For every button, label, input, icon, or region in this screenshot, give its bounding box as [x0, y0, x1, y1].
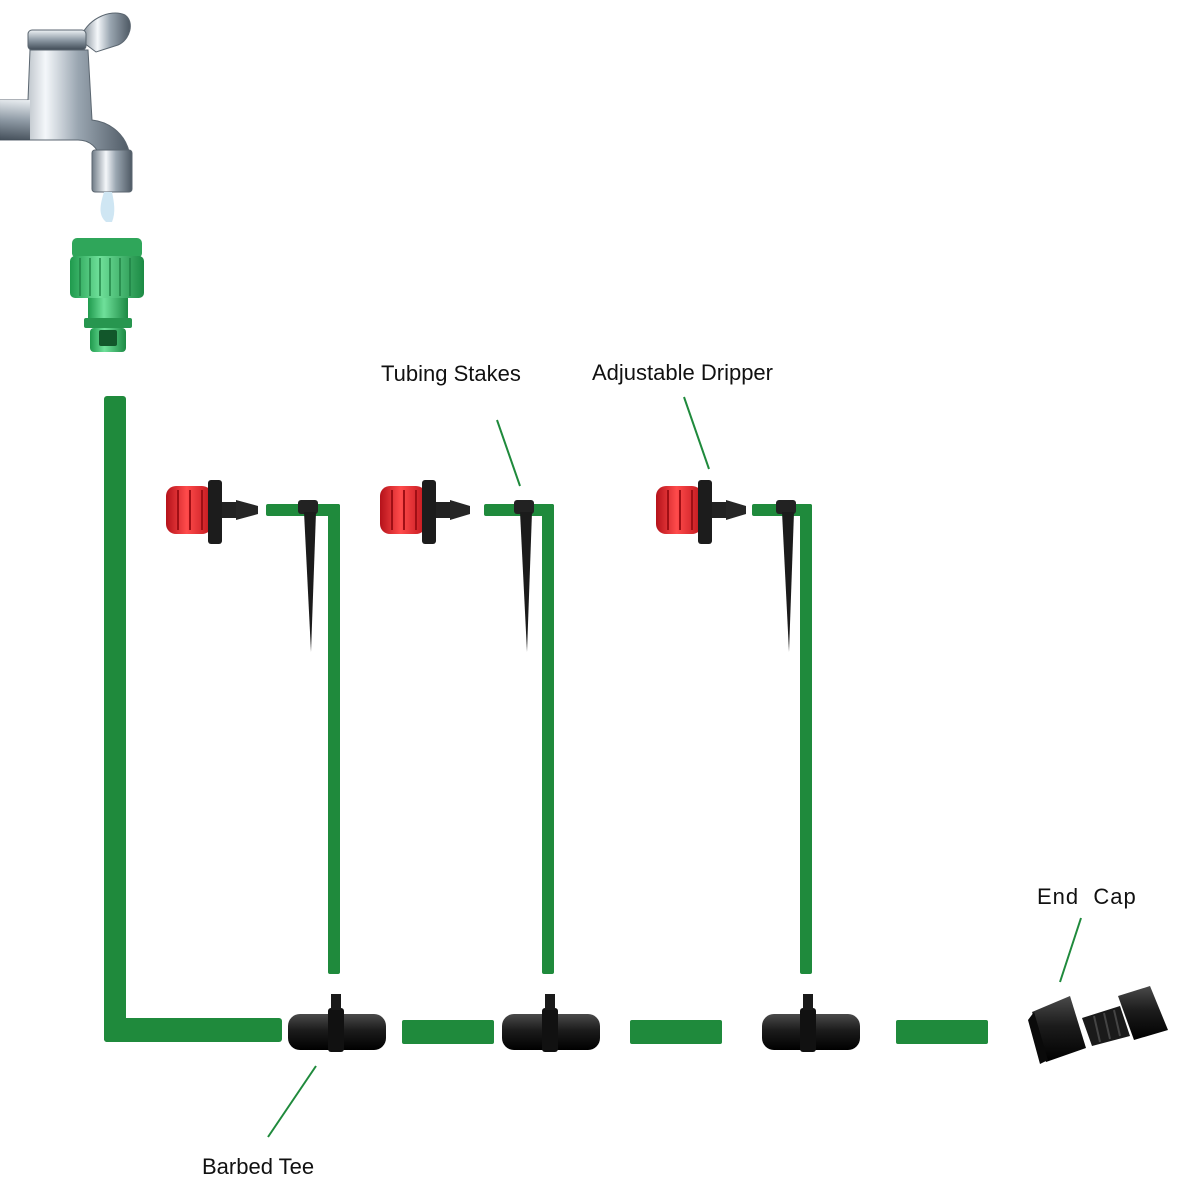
- main-tubing-segment-4: [896, 1020, 988, 1044]
- leader-lines: [267, 396, 1082, 1138]
- branch-3: [656, 480, 812, 974]
- barbed-tee-icon: [288, 994, 386, 1052]
- leader-line-adjustable-dripper: [683, 396, 710, 470]
- barbed-tee-icon: [762, 994, 860, 1052]
- main-tubing-horizontal: [104, 1018, 282, 1042]
- dripper-icon: [380, 480, 470, 544]
- leader-line-barbed-tee: [267, 1065, 317, 1138]
- main-tubing-vertical: [104, 396, 126, 1042]
- dripper-icon: [656, 480, 746, 544]
- barbed-tee-icon: [502, 994, 600, 1052]
- label-tubing-stakes: Tubing Stakes: [381, 361, 521, 386]
- branch-tubing: [752, 504, 812, 974]
- branch-1: [166, 480, 340, 974]
- main-tubing: [104, 396, 988, 1044]
- hose-connector-icon: [70, 238, 144, 352]
- dripper-icon: [166, 480, 258, 544]
- main-tubing-segment-3: [630, 1020, 722, 1044]
- main-tubing-segment-2: [402, 1020, 494, 1044]
- faucet-icon: [0, 12, 133, 222]
- stake-icon: [298, 500, 318, 652]
- stake-icon: [776, 500, 796, 652]
- end-cap-icon: [1028, 986, 1168, 1064]
- label-barbed-tee: Barbed Tee: [202, 1154, 314, 1179]
- leader-line-tubing-stakes: [496, 419, 521, 487]
- branch-tubing: [266, 504, 340, 974]
- branch-tubing: [484, 504, 554, 974]
- leader-line-end-cap: [1059, 917, 1082, 983]
- label-end-cap: End Cap: [1037, 884, 1137, 909]
- label-adjustable-dripper: Adjustable Dripper: [592, 360, 773, 385]
- stake-icon: [514, 500, 534, 652]
- branch-2: [380, 480, 554, 974]
